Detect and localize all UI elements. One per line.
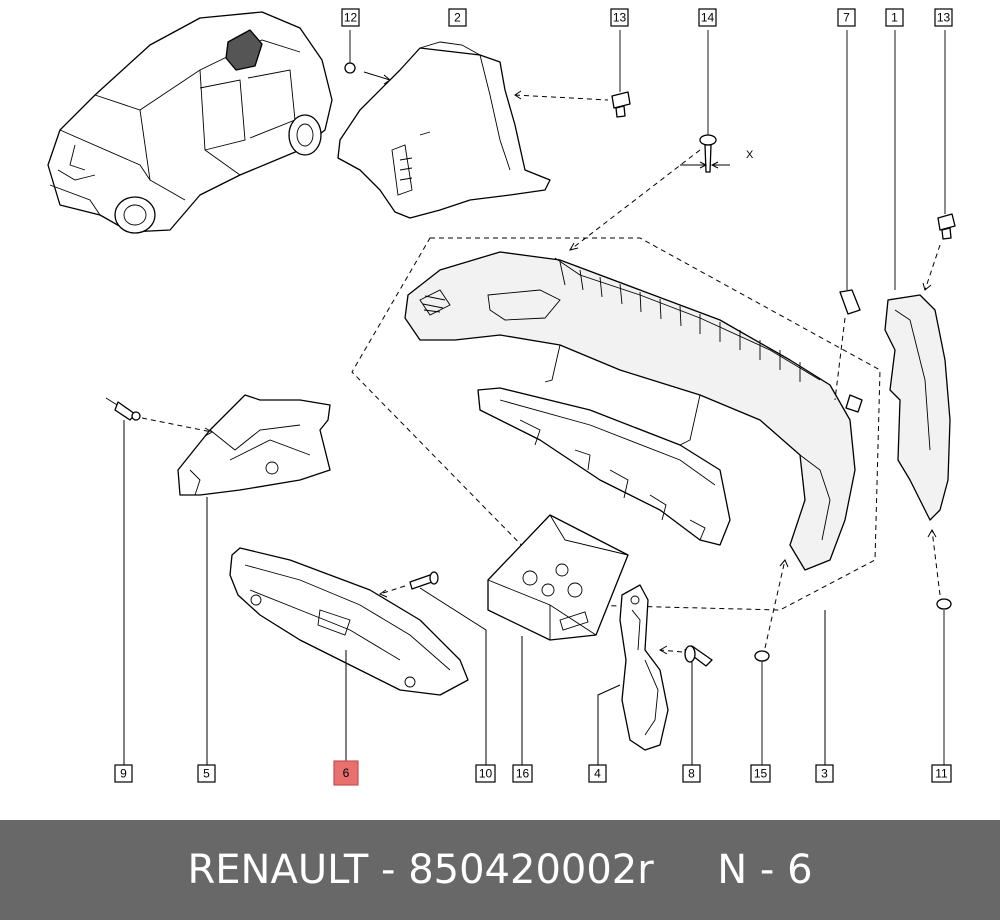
svg-text:4: 4 — [594, 767, 601, 781]
part-8-bolt — [658, 645, 713, 765]
svg-text:14: 14 — [701, 11, 715, 25]
svg-text:12: 12 — [344, 11, 358, 25]
footer-brand: RENAULT — [187, 847, 369, 893]
svg-text:13: 13 — [937, 11, 951, 25]
callout-13: 13 — [610, 8, 629, 27]
callout-2: 2 — [448, 8, 467, 27]
part-12-screw — [344, 30, 356, 74]
callout-5: 5 — [197, 764, 216, 783]
footer-position-label: N - 6 — [717, 847, 813, 893]
svg-text:3: 3 — [821, 767, 828, 781]
part-14-rivet: X — [568, 30, 754, 251]
part-13-clip-right — [922, 30, 956, 291]
footer-gap — [654, 847, 718, 893]
callout-9: 9 — [114, 764, 133, 783]
part-2-trim-panel — [337, 41, 609, 219]
part-4-side-bracket — [597, 584, 669, 765]
svg-text:1: 1 — [891, 11, 898, 25]
part-5-mounting-bracket — [177, 394, 331, 765]
part-10-rivet — [378, 571, 487, 765]
svg-text:6: 6 — [343, 766, 350, 780]
svg-text:16: 16 — [516, 767, 530, 781]
dimension-x-label: X — [746, 149, 754, 161]
callout-4: 4 — [588, 764, 607, 783]
part-13-clip-top — [611, 30, 631, 118]
bumper-group-boundary — [351, 237, 881, 611]
part-11-screw — [927, 528, 952, 765]
svg-text:8: 8 — [688, 767, 695, 781]
callout-12: 12 — [341, 8, 360, 27]
part-16-fastener-kit-box — [487, 514, 629, 765]
svg-text:15: 15 — [754, 767, 768, 781]
svg-text:2: 2 — [454, 11, 461, 25]
vehicle-overview-drawing — [47, 11, 333, 234]
part-9-screw — [105, 397, 214, 765]
callout-14: 14 — [698, 8, 717, 27]
part-7-bracket — [834, 30, 861, 401]
callout-7: 7 — [837, 8, 856, 27]
callout-16: 16 — [512, 764, 533, 783]
svg-text:11: 11 — [935, 767, 948, 781]
svg-text:10: 10 — [479, 767, 493, 781]
svg-text:13: 13 — [613, 11, 627, 25]
svg-text:7: 7 — [843, 11, 850, 25]
callout-3: 3 — [815, 764, 834, 783]
callout-13b: 13 — [934, 8, 953, 27]
callout-1: 1 — [885, 8, 904, 27]
footer-separator: - — [368, 847, 409, 893]
part-6-lower-reinforcement — [229, 547, 469, 765]
svg-text:5: 5 — [203, 767, 210, 781]
callout-10: 10 — [475, 764, 496, 783]
footer-bar: RENAULT - 850420002r N - 6 — [0, 820, 1000, 920]
callout-8: 8 — [682, 764, 701, 783]
part-15-screw — [754, 559, 789, 765]
footer-part-number: 850420002r — [408, 847, 654, 893]
callout-6: 6 — [333, 760, 359, 786]
callout-15: 15 — [750, 764, 771, 783]
exploded-parts-diagram: X — [47, 8, 956, 786]
part-3-rear-bumper — [404, 251, 863, 765]
part-1-side-panel — [884, 30, 951, 521]
bumper-lower-support — [477, 387, 731, 546]
svg-text:9: 9 — [120, 767, 127, 781]
callout-11: 11 — [931, 764, 952, 783]
